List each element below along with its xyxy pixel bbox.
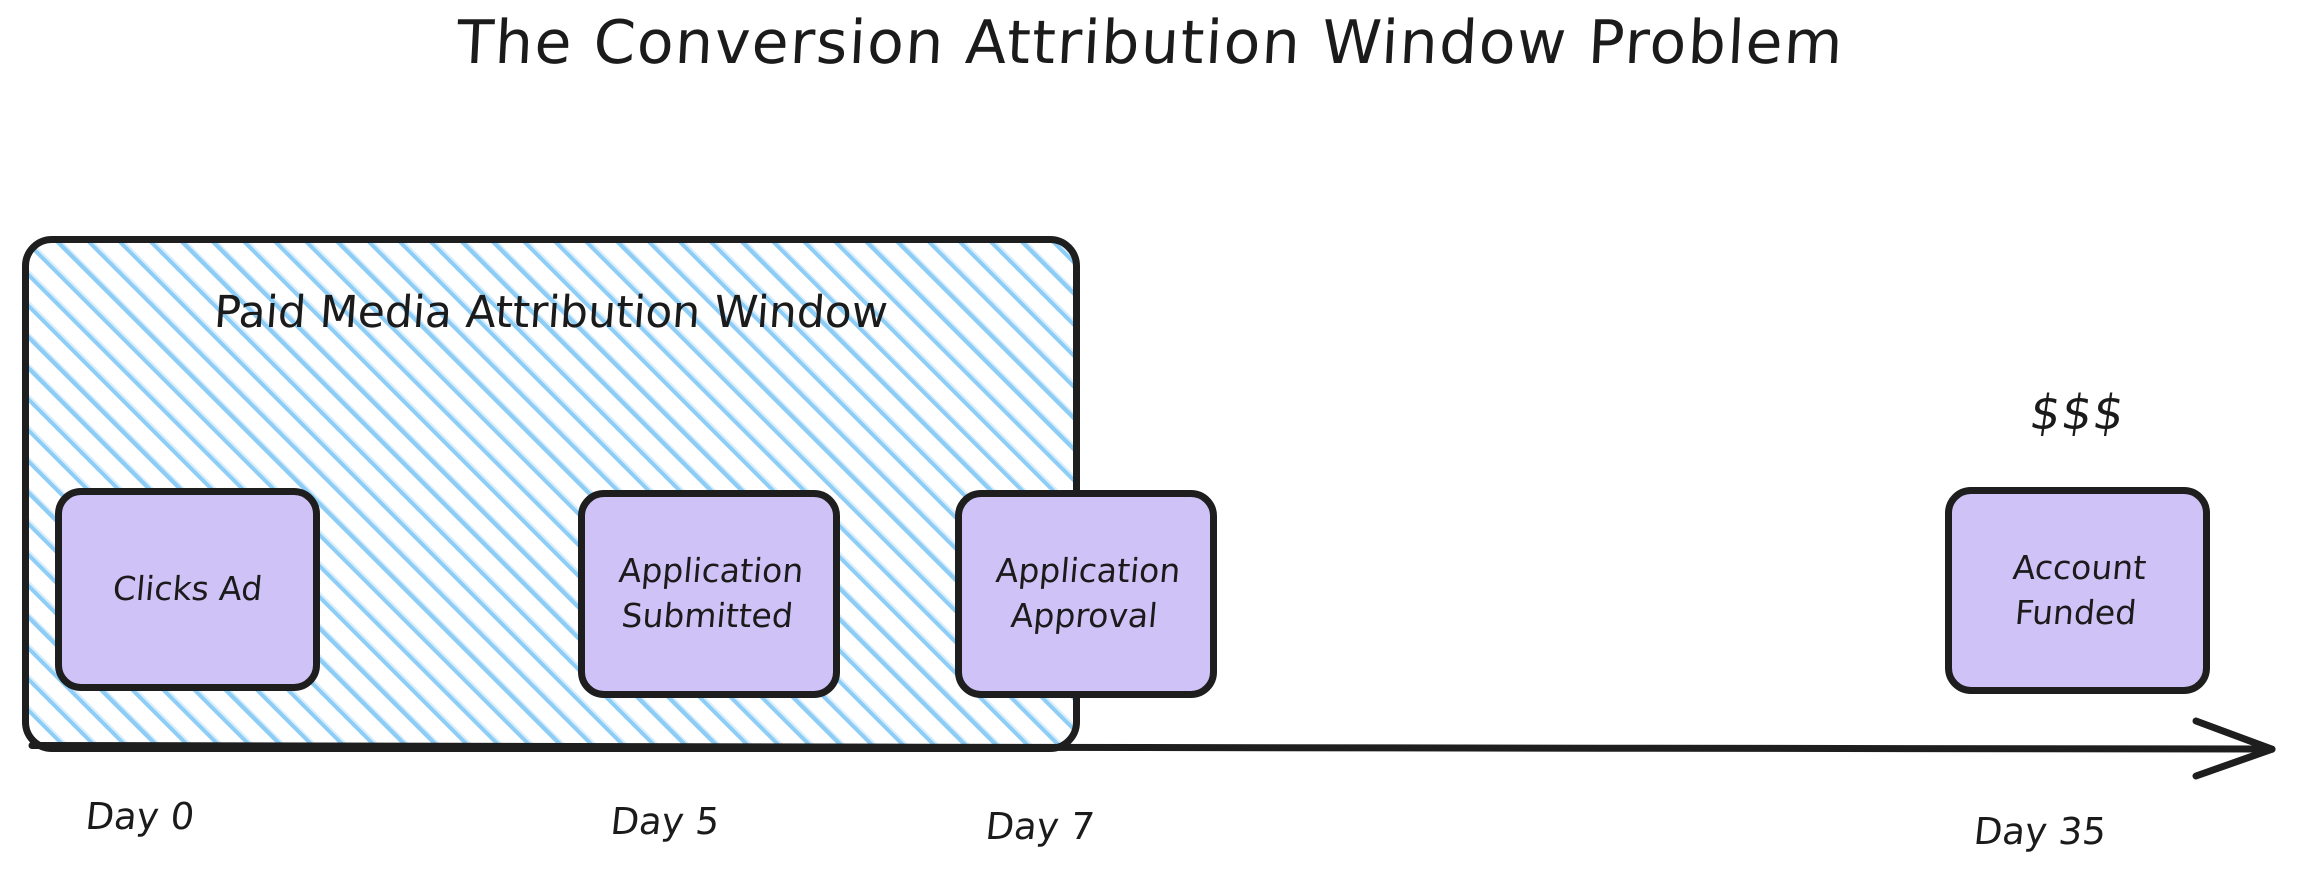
arrow-head-lower bbox=[2192, 745, 2276, 780]
day-label-0: Day 0 bbox=[83, 795, 197, 838]
node-clicks-ad[interactable]: Clicks Ad bbox=[55, 488, 320, 691]
day-label-35: Day 35 bbox=[1971, 810, 2109, 853]
node-application-submitted[interactable]: Application Submitted bbox=[578, 490, 840, 698]
day-label-7: Day 7 bbox=[983, 805, 1097, 848]
arrow-head-upper bbox=[2192, 717, 2276, 753]
node-clicks-ad-label: Clicks Ad bbox=[111, 569, 264, 609]
day-label-5: Day 5 bbox=[608, 800, 722, 843]
attribution-window-label: Paid Media Attribution Window bbox=[212, 287, 890, 338]
money-annotation: $$$ bbox=[2026, 385, 2129, 441]
node-account-funded-label: Account Funded bbox=[2011, 547, 2148, 632]
node-application-submitted-label: Application Submitted bbox=[617, 551, 805, 635]
node-account-funded[interactable]: Account Funded bbox=[1945, 487, 2210, 694]
page-title: The Conversion Attribution Window Proble… bbox=[455, 8, 1846, 78]
node-application-approval[interactable]: Application Approval bbox=[955, 490, 1217, 698]
node-application-approval-label: Application Approval bbox=[994, 551, 1182, 635]
